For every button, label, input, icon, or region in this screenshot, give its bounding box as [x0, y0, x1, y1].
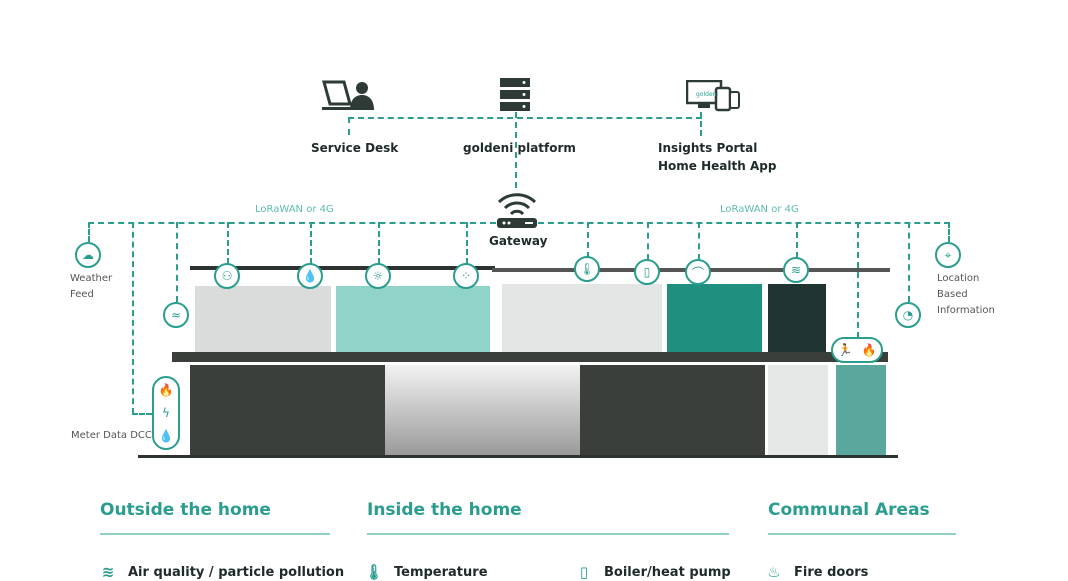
lower-windows: [385, 365, 580, 455]
link-line: [466, 222, 468, 264]
dining-room: [667, 284, 762, 354]
lower-wall-right: [580, 365, 765, 455]
network-line: [88, 222, 496, 224]
link-line: [378, 222, 380, 264]
link-line: [515, 112, 517, 188]
upper-floor-slab: [172, 352, 888, 362]
meter-label: Meter Data DCC: [71, 430, 152, 441]
location-icon: ⌖: [935, 242, 961, 268]
section-divider: [100, 533, 330, 535]
air-quality-icon: ≈: [163, 302, 189, 328]
location-label-line: Location: [937, 273, 980, 284]
link-line: [348, 117, 350, 135]
section-title-communal: Communal Areas: [768, 500, 930, 520]
server-icon: [500, 78, 530, 112]
section-title-outside: Outside the home: [100, 500, 271, 520]
location-label-line: Based: [937, 289, 968, 300]
living-room: [502, 284, 662, 354]
link-line: [176, 222, 178, 302]
particles-icon: ⁘: [453, 263, 479, 289]
bathroom: [195, 286, 331, 354]
fire-icon: ♨: [767, 563, 781, 581]
fire-icon: 🔥: [861, 343, 877, 357]
fire-exit-pill: 🏃🔥: [831, 337, 883, 363]
meter-pill: 🔥 ϟ 💧: [152, 376, 180, 450]
section-title-inside: Inside the home: [367, 500, 522, 520]
section-divider: [367, 533, 729, 535]
link-line: [647, 222, 649, 260]
communal-hall: [836, 365, 886, 455]
link-line: [796, 222, 798, 258]
platform-label: goldeni platform: [463, 141, 576, 155]
water-icon: 💧: [158, 429, 174, 444]
thermometer-icon: 🌡: [364, 563, 384, 581]
boiler-icon: ▯: [579, 563, 589, 581]
weather-label-line: Feed: [70, 289, 94, 300]
light-icon: ☼: [365, 263, 391, 289]
gateway-label: Gateway: [489, 234, 548, 248]
service-desk-label: Service Desk: [311, 141, 399, 155]
link-line: [310, 222, 312, 264]
service-desk-icon: [322, 78, 374, 112]
item-label: Temperature: [394, 564, 488, 580]
electricity-icon: ϟ: [162, 405, 170, 420]
gauge-icon: ◔: [895, 302, 921, 328]
heat-icon: ≋: [783, 257, 809, 283]
lora-label-left: LoRaWAN or 4G: [255, 204, 334, 215]
noise-icon: ⌒: [685, 259, 711, 285]
boiler-icon: ▯: [634, 259, 660, 285]
list-item: 🌡 Temperature: [364, 563, 488, 581]
car-icon: ⚇: [214, 263, 240, 289]
link-line: [227, 222, 229, 264]
link-line: [587, 222, 589, 258]
link-line: [908, 222, 910, 302]
link-line: [700, 112, 702, 136]
air-wave-icon: ≋: [101, 563, 115, 581]
gas-icon: 🔥: [158, 382, 174, 397]
lora-label-right: LoRaWAN or 4G: [720, 204, 799, 215]
fire-exit-icon: 🏃: [837, 343, 853, 357]
link-line: [88, 222, 90, 242]
weather-label-line: Weather: [70, 273, 113, 284]
item-label: Boiler/heat pump: [604, 564, 731, 580]
location-label-line: Information: [937, 305, 995, 316]
svg-text:goldeni: goldeni: [696, 91, 718, 98]
list-item: ≋ Air quality / particle pollution: [98, 563, 344, 581]
thermometer-icon: 🌡: [574, 256, 600, 282]
link-line: [948, 222, 950, 242]
link-line: [698, 222, 700, 260]
devices-icon: goldeni: [685, 79, 740, 112]
link-line: [857, 222, 859, 338]
humidity-icon: 💧: [297, 263, 323, 289]
network-line: [538, 222, 950, 224]
item-label: Air quality / particle pollution: [128, 564, 345, 580]
app-label: Home Health App: [658, 159, 777, 173]
weather-icon: ☁: [75, 242, 101, 268]
bedroom: [336, 286, 490, 354]
gateway-icon: [495, 188, 539, 230]
list-item: ♨ Fire doors: [764, 563, 868, 581]
lower-wall-left: [190, 365, 385, 455]
link-line: [132, 222, 134, 414]
stairwell-lower: [768, 365, 828, 455]
ground-line: [138, 455, 898, 458]
stairwell-upper: [768, 284, 826, 354]
link-line: [132, 413, 152, 415]
house-roof-left: [190, 266, 495, 270]
portal-label: Insights Portal: [658, 141, 758, 155]
platform-link-line: [348, 117, 702, 119]
section-divider: [768, 533, 956, 535]
list-item: ▯ Boiler/heat pump: [574, 563, 731, 581]
item-label: Fire doors: [794, 564, 869, 580]
